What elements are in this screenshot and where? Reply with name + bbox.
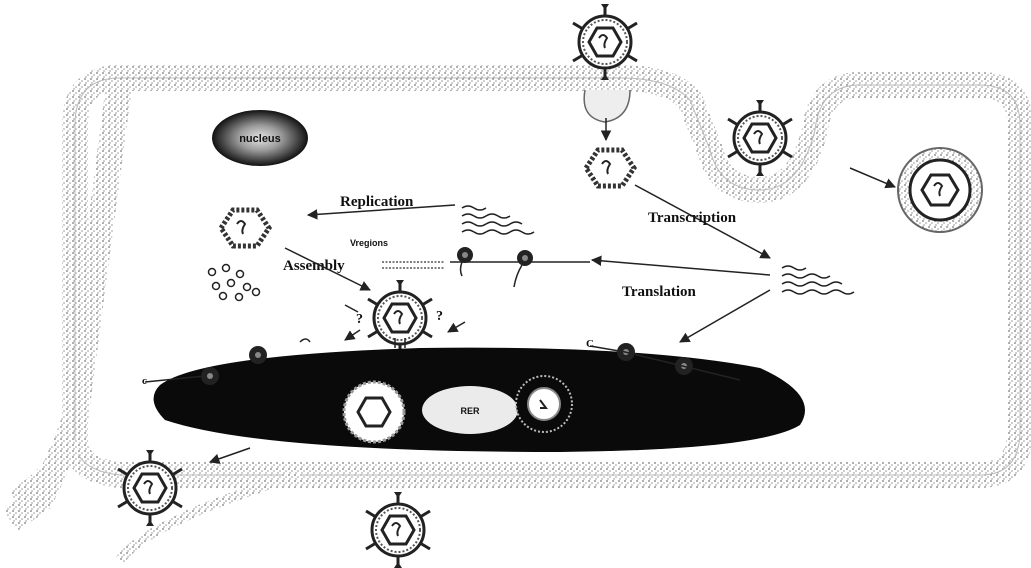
virion-icon: [118, 450, 182, 526]
vesicle-arrow: [850, 168, 895, 187]
exit-arrow: [210, 448, 250, 462]
translation-label: Translation: [622, 284, 697, 300]
svg-text:?: ?: [436, 309, 443, 324]
mrna-icon: [462, 206, 534, 234]
translation-arrow-left: [592, 260, 770, 275]
virion-icon: [366, 492, 430, 568]
subviral-particles: [209, 265, 260, 301]
endocytic-pit: [584, 90, 630, 122]
mrna-icon: [782, 266, 854, 294]
er-icon: RER: [154, 348, 805, 452]
nucleus-icon: nucleus: [212, 110, 308, 166]
replication-label: Replication: [340, 194, 414, 210]
virion-icon: [368, 280, 432, 356]
ribosome-icon: [457, 247, 533, 287]
nucleus-label: nucleus: [239, 133, 281, 145]
replicating-core: [221, 210, 269, 246]
svg-text:?: ?: [356, 312, 363, 327]
endosome: [898, 148, 982, 232]
core-particle: [586, 150, 634, 186]
virion-icon: [728, 100, 792, 176]
c-terminus-label: C: [586, 338, 594, 350]
rer-label: RER: [460, 406, 480, 416]
svg-text:c: c: [142, 375, 147, 387]
assembly-label: Assembly: [283, 258, 345, 274]
vregion-strands: [382, 262, 445, 268]
vregions-label: Vregions: [350, 238, 388, 248]
transcription-label: Transcription: [648, 210, 737, 226]
